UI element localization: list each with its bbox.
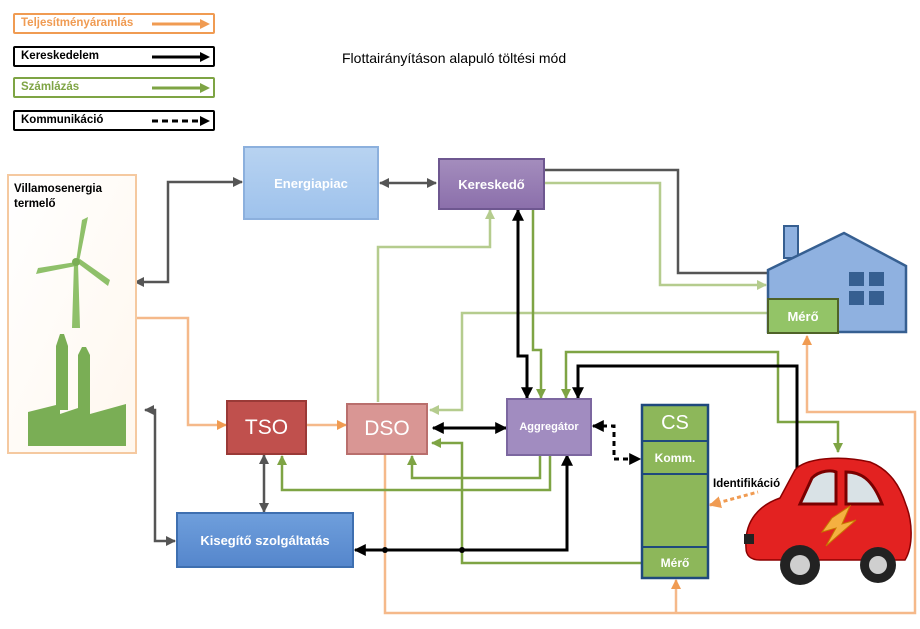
tso-box [226, 400, 307, 455]
legend-trade-label: Kereskedelem [21, 50, 99, 62]
legend-communication: Kommunikáció [13, 110, 215, 131]
producer-label: Villamosenergia termelő [14, 183, 102, 210]
wind-turbine-icon [36, 217, 110, 328]
communication-lines [591, 420, 642, 465]
energy-market-box [243, 146, 379, 220]
producer-box [7, 174, 137, 454]
dso-label: DSO [364, 417, 410, 440]
diagram-title: Flottairányításon alapuló töltési mód [342, 50, 567, 66]
car-icon [744, 457, 912, 585]
legend-communication-arrow [152, 116, 210, 126]
legend-billing: Számlázás [13, 77, 215, 98]
legend-communication-label: Kommunikáció [21, 114, 104, 126]
cs-comm-label: Komm. [654, 450, 696, 465]
factory-icon [28, 334, 126, 446]
identification-label: Identifikáció [713, 478, 781, 490]
aggregator-box [506, 398, 592, 456]
house-meter-label: Mérő [787, 308, 819, 324]
junction-dots [382, 547, 465, 553]
house-icon [766, 225, 908, 334]
energy-market-label: Energiapiac [274, 175, 348, 191]
ancillary-box [176, 512, 354, 568]
legend-trade-arrow [152, 52, 210, 62]
trader-box [438, 158, 545, 210]
tso-label: TSO [244, 415, 289, 439]
cs-label: CS [661, 411, 689, 434]
cs-meter-label: Mérő [660, 555, 690, 570]
billing-lines [277, 208, 843, 565]
ancillary-label: Kisegítő szolgáltatás [200, 532, 330, 548]
producer-links [134, 168, 768, 546]
billing-light-lines [376, 181, 768, 415]
legend-power-flow: Teljesítményáramlás [13, 13, 215, 34]
trader-label: Kereskedő [458, 176, 525, 192]
legend-power-flow-label: Teljesítményáramlás [21, 17, 134, 29]
legend-billing-label: Számlázás [21, 81, 80, 93]
legend-trade: Kereskedelem [13, 46, 215, 67]
aggregator-label: Aggregátor [519, 421, 579, 433]
legend-power-flow-arrow [152, 19, 210, 29]
dso-box [346, 403, 428, 455]
trade-lines [353, 208, 799, 556]
charging-station [640, 403, 710, 580]
identification-link [708, 490, 759, 508]
legend-billing-arrow [152, 83, 210, 93]
